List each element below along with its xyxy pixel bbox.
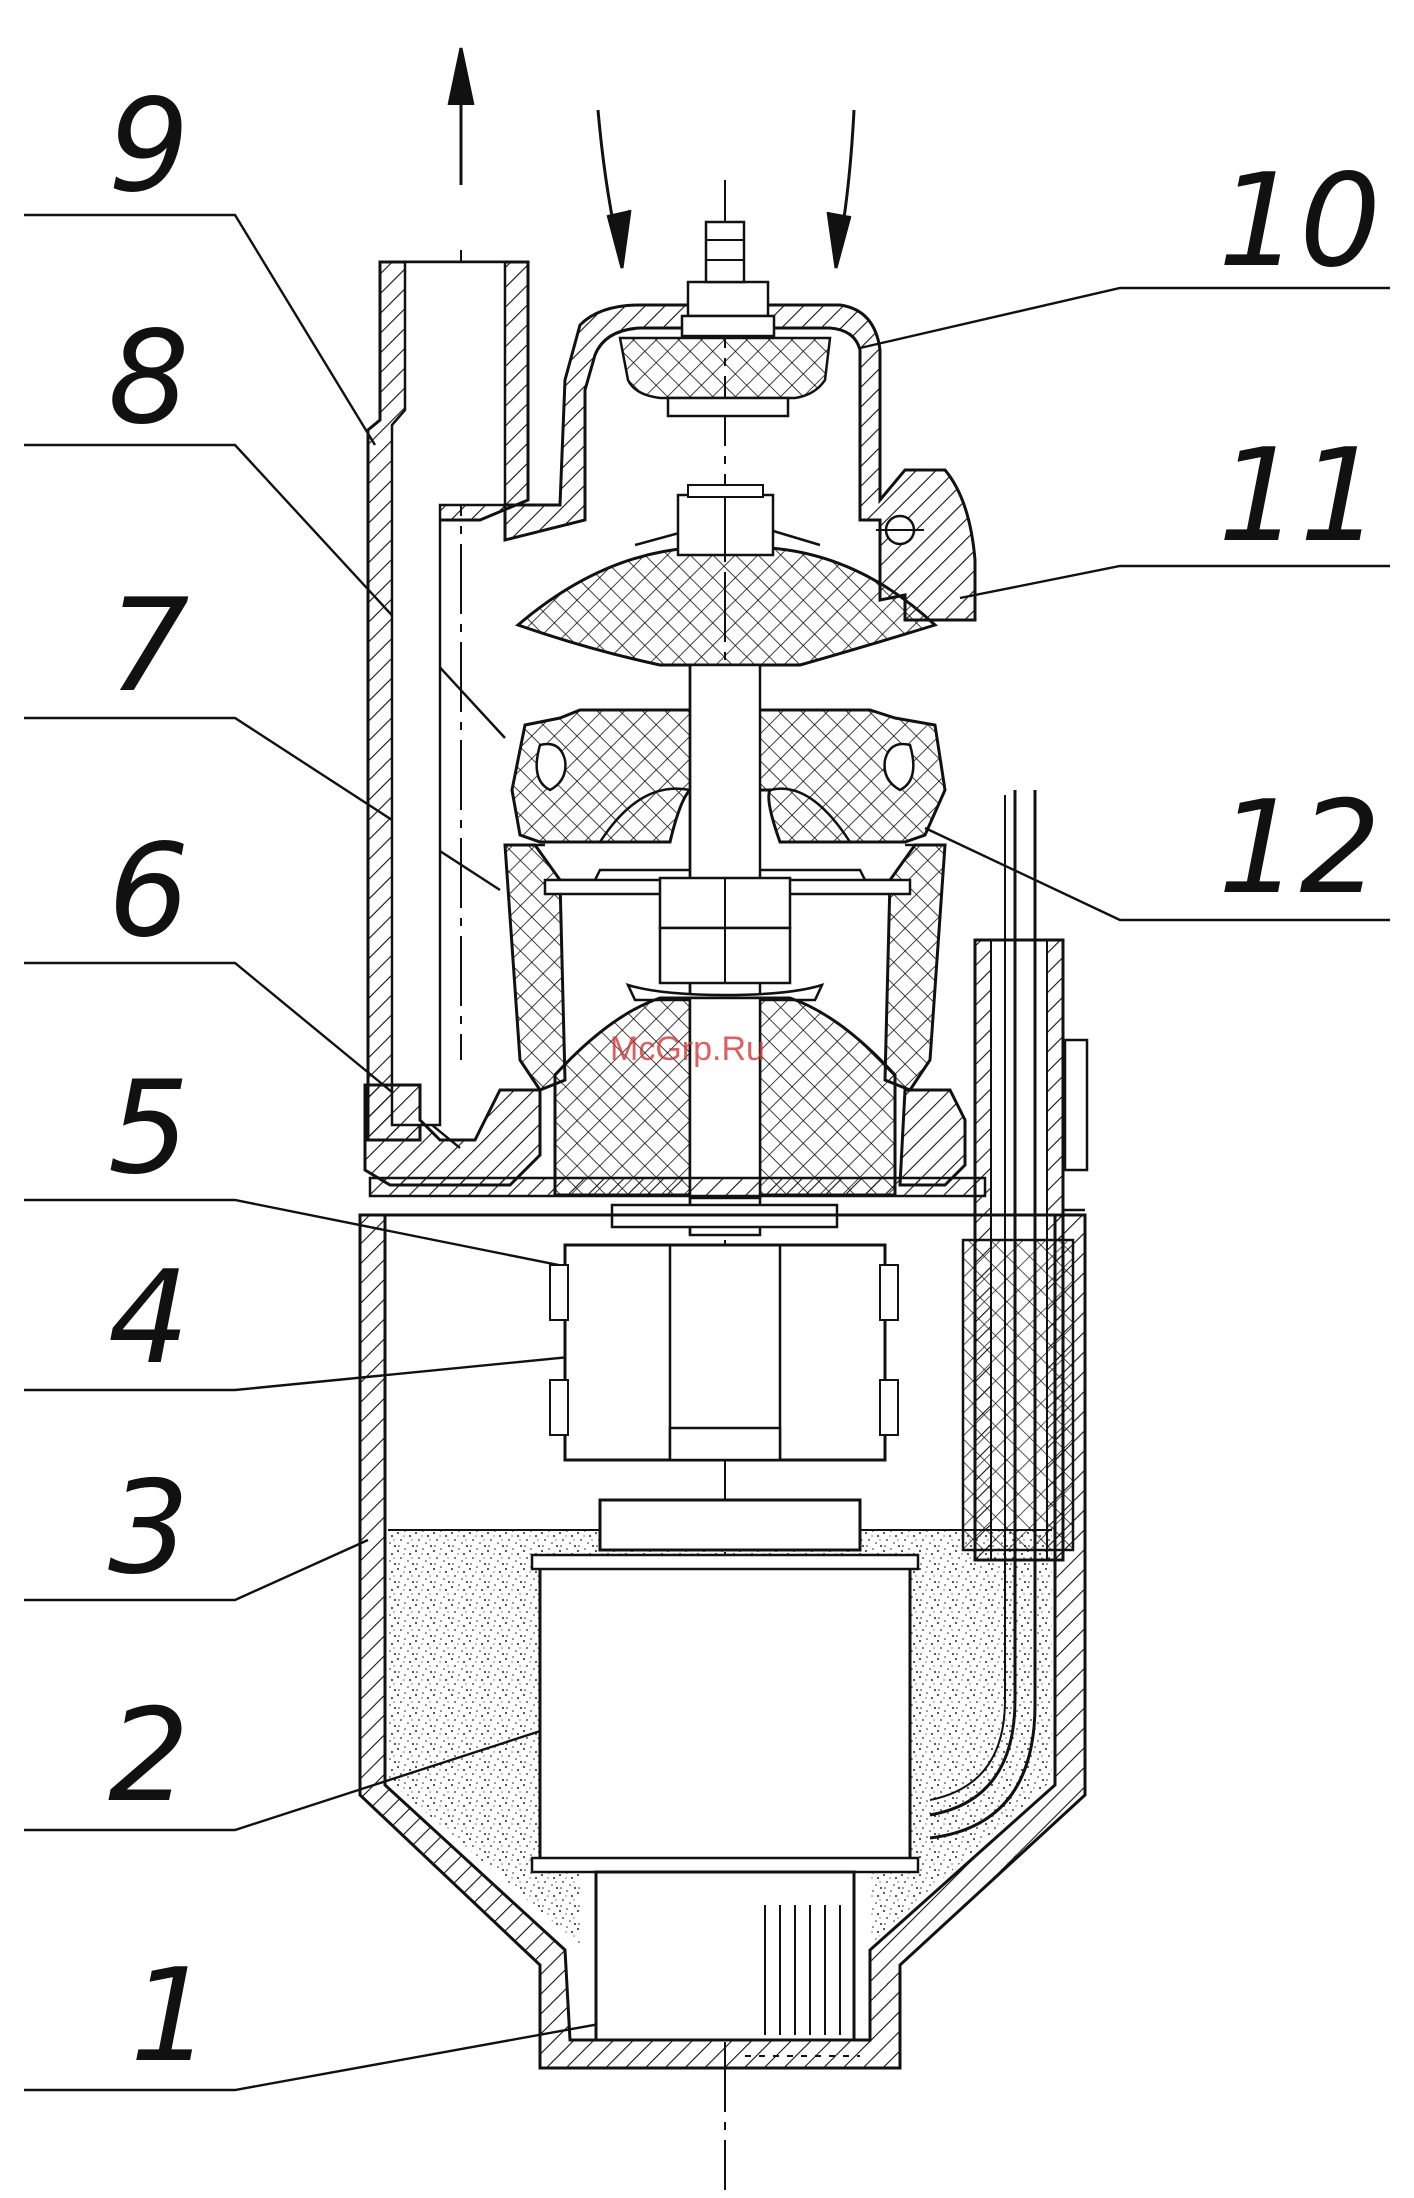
- inlet-valve-rubber: [620, 338, 830, 398]
- outlet-pipe: [368, 262, 528, 1140]
- watermark: McGrp.Ru: [610, 1030, 765, 1068]
- coil: [540, 1560, 910, 1860]
- leader-line-3: [24, 1540, 368, 1600]
- callout-10: 10: [1218, 147, 1381, 296]
- electromagnet: [532, 1500, 918, 2056]
- flange-plate: [370, 1178, 985, 1196]
- top-stud: [706, 222, 744, 282]
- callout-5: 5: [108, 1054, 189, 1203]
- outlet-arrowhead: [449, 48, 473, 105]
- callout-11: 11: [1218, 422, 1381, 571]
- callout-7: 7: [108, 572, 189, 721]
- leader-line-9: [24, 215, 375, 445]
- leader-line-10: [860, 288, 1390, 348]
- callout-2: 2: [108, 1682, 189, 1831]
- valve-plate: [668, 398, 788, 416]
- armature: [550, 1245, 898, 1460]
- core-bottom: [596, 1872, 854, 2040]
- core-top: [600, 1500, 860, 1550]
- callout-3: 3: [108, 1454, 189, 1603]
- callout-9: 9: [108, 72, 189, 221]
- callout-4: 4: [108, 1244, 189, 1393]
- shock-absorber: [555, 998, 895, 1198]
- callout-1: 1: [130, 1942, 211, 2091]
- callout-8: 8: [108, 304, 189, 453]
- top-nut: [688, 282, 768, 316]
- flow-arrows: [449, 48, 854, 268]
- callout-6: 6: [108, 817, 189, 966]
- callout-12: 12: [1218, 774, 1381, 923]
